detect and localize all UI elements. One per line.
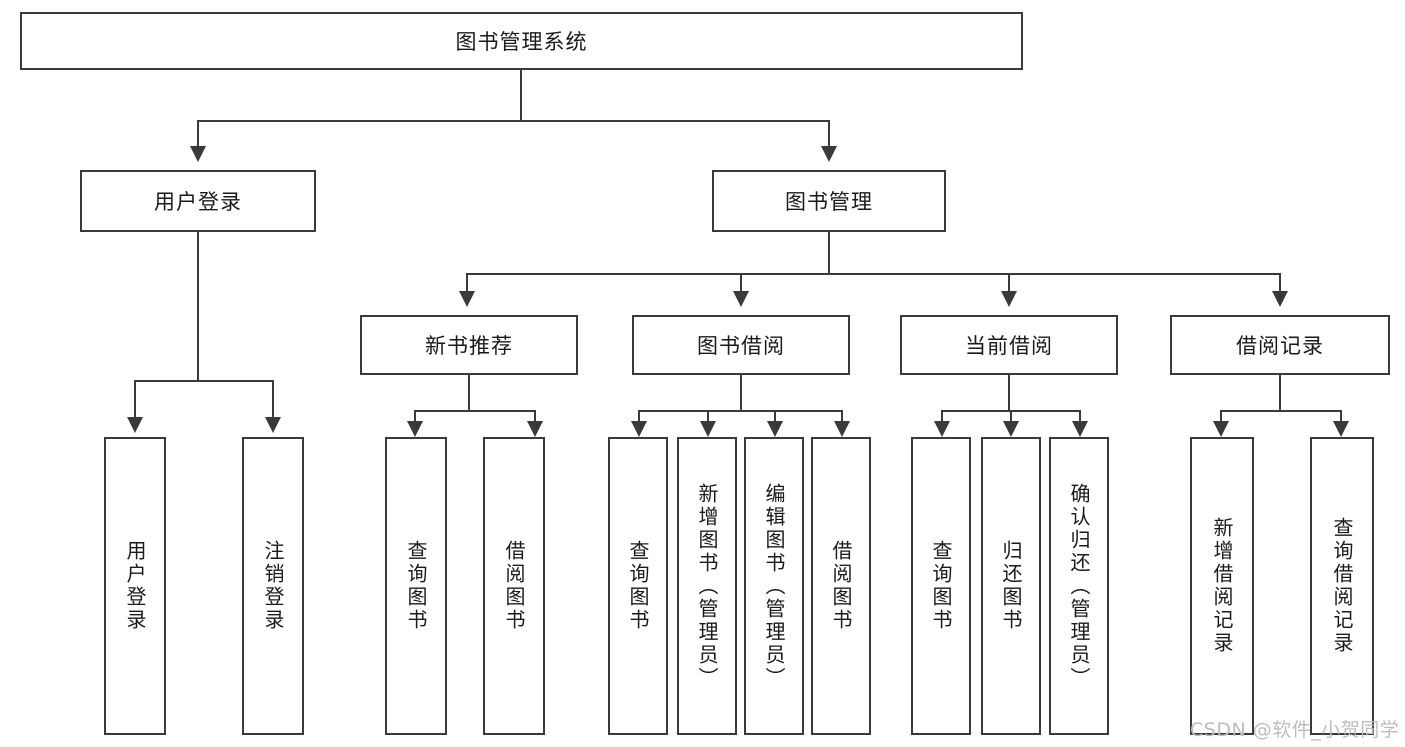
node-label: 图书管理系统 [455, 30, 588, 54]
leaf-borrow-book-2[interactable]: 借阅图书 [811, 437, 871, 735]
node-label: 用户登录 [154, 190, 242, 214]
node-label: 查询借阅记录 [1330, 517, 1354, 655]
node-label: 查询图书 [929, 540, 953, 632]
node-label: 归还图书 [999, 540, 1023, 632]
arrowhead-book-borrow [733, 291, 749, 307]
node-book-management-system[interactable]: 图书管理系统 [20, 12, 1023, 70]
leaf-return-book[interactable]: 归还图书 [981, 437, 1041, 735]
leaf-logout-login[interactable]: 注销登录 [242, 437, 304, 735]
edge-root-stem [520, 70, 522, 120]
edge-cb-to-leaf-2 [1010, 410, 1012, 422]
arrowhead-leaf-return-book [1003, 421, 1019, 437]
edge-bm-to-current-borrow [1008, 273, 1010, 299]
arrowhead-leaf-logout-login [265, 417, 281, 433]
leaf-confirm-return[interactable]: 确认归还（管理员） [1049, 437, 1109, 735]
node-book-management[interactable]: 图书管理 [712, 170, 946, 232]
node-label: 用户登录 [123, 540, 147, 632]
edge-nb-to-leaf-1 [414, 410, 416, 422]
arrowhead-leaf-query-book-2 [631, 421, 647, 437]
csdn-watermark: CSDN @软件_小贺同学 [1190, 719, 1400, 741]
edge-user-login-stem [197, 232, 199, 380]
edge-bb-to-leaf-2 [707, 410, 709, 422]
node-label: 借阅记录 [1236, 334, 1324, 358]
edge-new-book-stem [468, 375, 470, 410]
edge-nb-to-leaf-2 [534, 410, 536, 422]
node-book-borrow[interactable]: 图书借阅 [632, 315, 850, 375]
node-user-login[interactable]: 用户登录 [80, 170, 316, 232]
edge-borrow-record-stem [1279, 375, 1281, 410]
edge-bb-to-leaf-3 [774, 410, 776, 422]
edge-bm-to-new-book [466, 273, 468, 299]
node-label: 新增借阅记录 [1210, 517, 1234, 655]
arrowhead-leaf-query-book-3 [934, 421, 950, 437]
edge-root-bus [197, 120, 829, 122]
node-label: 查询图书 [404, 540, 428, 632]
arrowhead-leaf-edit-book [767, 421, 783, 437]
arrowhead-leaf-query-record [1333, 421, 1349, 437]
arrowhead-new-book-recommend [459, 291, 475, 307]
node-label: 确认归还（管理员） [1067, 482, 1091, 690]
edge-cb-to-leaf-1 [941, 410, 943, 422]
arrowhead-user-login [190, 146, 206, 162]
edge-current-borrow-stem [1008, 375, 1010, 410]
leaf-query-book-3[interactable]: 查询图书 [911, 437, 971, 735]
edge-bm-to-borrow-record [1279, 273, 1281, 299]
node-new-book-recommend[interactable]: 新书推荐 [360, 315, 578, 375]
node-label: 图书借阅 [697, 334, 785, 358]
edge-root-to-book-management [828, 120, 830, 146]
edge-br-to-leaf-1 [1220, 410, 1222, 422]
edge-bm-to-book-borrow [740, 273, 742, 299]
node-borrow-record[interactable]: 借阅记录 [1170, 315, 1390, 375]
edge-bb-to-leaf-1 [638, 410, 640, 422]
edge-user-login-bus [134, 380, 272, 382]
arrowhead-leaf-borrow-book-2 [834, 421, 850, 437]
edge-cb-to-leaf-3 [1079, 410, 1081, 422]
leaf-query-book-2[interactable]: 查询图书 [608, 437, 668, 735]
node-label: 图书管理 [785, 190, 873, 214]
arrowhead-current-borrow [1001, 291, 1017, 307]
arrowhead-leaf-query-book-1 [407, 421, 423, 437]
node-label: 借阅图书 [502, 540, 526, 632]
edge-book-management-bus [466, 273, 1281, 275]
edge-user-login-to-leaf-1 [134, 380, 136, 417]
arrowhead-leaf-add-book [700, 421, 716, 437]
node-label: 注销登录 [261, 540, 285, 632]
node-label: 借阅图书 [829, 540, 853, 632]
edge-bb-to-leaf-4 [841, 410, 843, 422]
arrowhead-leaf-add-record [1213, 421, 1229, 437]
arrowhead-book-management [821, 146, 837, 162]
node-label: 当前借阅 [965, 334, 1053, 358]
edge-root-to-user-login [197, 120, 199, 146]
arrowhead-leaf-user-login [127, 417, 143, 433]
arrowhead-borrow-record [1272, 291, 1288, 307]
leaf-query-record[interactable]: 查询借阅记录 [1310, 437, 1374, 735]
leaf-user-login[interactable]: 用户登录 [104, 437, 166, 735]
edge-user-login-to-leaf-2 [272, 380, 274, 417]
edge-book-management-stem [828, 232, 830, 273]
leaf-query-book-1[interactable]: 查询图书 [385, 437, 447, 735]
node-label: 新增图书（管理员） [695, 482, 719, 690]
node-current-borrow[interactable]: 当前借阅 [900, 315, 1118, 375]
arrowhead-leaf-confirm-return [1072, 421, 1088, 437]
leaf-add-book[interactable]: 新增图书（管理员） [677, 437, 737, 735]
edge-book-borrow-bus [638, 410, 843, 412]
edge-book-borrow-stem [740, 375, 742, 410]
leaf-borrow-book-1[interactable]: 借阅图书 [483, 437, 545, 735]
arrowhead-leaf-borrow-book-1 [527, 421, 543, 437]
node-label: 新书推荐 [425, 334, 513, 358]
node-label: 查询图书 [626, 540, 650, 632]
edge-new-book-bus [414, 410, 534, 412]
edge-br-to-leaf-2 [1340, 410, 1342, 422]
node-label: 编辑图书（管理员） [762, 482, 786, 690]
leaf-edit-book[interactable]: 编辑图书（管理员） [744, 437, 804, 735]
leaf-add-record[interactable]: 新增借阅记录 [1190, 437, 1254, 735]
edge-borrow-record-bus [1220, 410, 1340, 412]
